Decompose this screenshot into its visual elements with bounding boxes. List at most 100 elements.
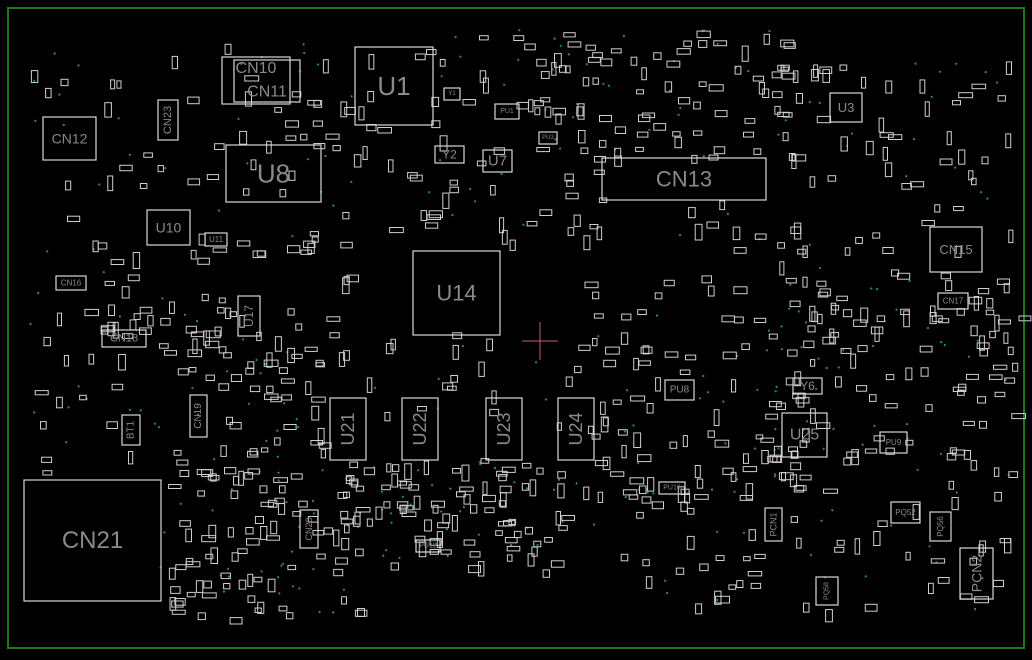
- pad: [278, 605, 288, 612]
- via: [280, 564, 283, 567]
- component-cn10[interactable]: CN10: [221, 56, 291, 105]
- component-y1[interactable]: Y1: [443, 87, 461, 101]
- via: [33, 411, 36, 414]
- pad: [885, 447, 895, 455]
- component-u11[interactable]: U11: [204, 232, 228, 247]
- component-pu12[interactable]: PU12: [415, 539, 441, 553]
- component-cn13[interactable]: CN13: [601, 157, 767, 201]
- pad: [675, 567, 685, 575]
- component-u25[interactable]: U25: [781, 412, 828, 458]
- via: [668, 89, 672, 92]
- pad: [714, 439, 730, 448]
- via: [986, 197, 989, 200]
- via: [306, 158, 309, 161]
- pad: [177, 368, 189, 376]
- pad: [493, 147, 506, 155]
- pad: [34, 390, 49, 396]
- component-cn23[interactable]: CN23: [157, 99, 179, 141]
- component-cn18[interactable]: CN18: [101, 329, 147, 348]
- component-u7[interactable]: U7: [482, 149, 513, 173]
- pad: [399, 504, 407, 515]
- pad: [439, 59, 446, 67]
- component-cn11[interactable]: CN11: [233, 59, 301, 103]
- component-u22[interactable]: U22: [401, 397, 439, 461]
- component-pu3[interactable]: PU3: [538, 131, 558, 145]
- component-cn12[interactable]: CN12: [42, 116, 97, 161]
- pad: [287, 245, 301, 254]
- pad: [693, 101, 701, 110]
- via: [332, 204, 335, 207]
- component-outline: [485, 397, 523, 461]
- component-cn17[interactable]: CN17: [937, 292, 969, 310]
- via: [295, 418, 298, 421]
- component-u23[interactable]: U23: [485, 397, 523, 461]
- pad: [635, 146, 644, 152]
- component-cn16[interactable]: CN16: [55, 275, 87, 291]
- via: [265, 439, 268, 442]
- component-outline: [157, 99, 179, 141]
- pad: [638, 114, 651, 123]
- component-y6[interactable]: Y6: [792, 377, 823, 395]
- component-label: U1: [377, 71, 410, 101]
- component-pq56[interactable]: PQ56: [929, 511, 952, 542]
- component-pq58[interactable]: PQ58: [815, 576, 839, 606]
- pad: [819, 66, 833, 74]
- pad: [355, 485, 365, 492]
- via: [459, 510, 462, 513]
- component-pu9[interactable]: PU9: [879, 431, 908, 454]
- via: [350, 180, 353, 184]
- pad: [663, 279, 675, 287]
- pad: [817, 313, 823, 325]
- via: [984, 71, 987, 74]
- pad: [827, 175, 837, 182]
- pad: [536, 58, 547, 67]
- pad: [642, 345, 650, 355]
- pad: [831, 304, 839, 311]
- pad: [974, 596, 989, 604]
- pad: [567, 227, 575, 236]
- pad: [790, 462, 802, 471]
- pad: [223, 583, 231, 590]
- component-u8[interactable]: U8: [225, 144, 322, 203]
- component-u10[interactable]: U10: [146, 209, 191, 246]
- component-u1[interactable]: U1: [354, 46, 434, 126]
- via: [179, 502, 182, 505]
- component-pcn1[interactable]: PCN1: [764, 507, 783, 542]
- component-u14[interactable]: U14: [412, 250, 501, 336]
- component-cn19[interactable]: CN19: [189, 394, 208, 438]
- pad: [707, 430, 715, 438]
- component-y2[interactable]: Y2: [434, 145, 465, 164]
- component-pu8[interactable]: PU8: [664, 379, 695, 401]
- component-pu10[interactable]: PU10: [658, 481, 686, 495]
- component-u24[interactable]: U24: [557, 397, 595, 461]
- component-cn20[interactable]: CN20: [299, 509, 319, 549]
- component-cn15[interactable]: CN15: [929, 226, 983, 273]
- component-label: PU9: [886, 438, 902, 447]
- via: [428, 191, 431, 194]
- pad: [354, 511, 361, 525]
- component-pu1[interactable]: PU1: [494, 103, 520, 120]
- component-u21[interactable]: U21: [329, 397, 367, 461]
- component-label: CN17: [943, 297, 964, 306]
- pad: [342, 277, 350, 295]
- component-pcn2[interactable]: PCN2: [959, 547, 994, 600]
- via: [805, 420, 809, 423]
- component-pq52[interactable]: PQ52: [890, 501, 921, 524]
- pad: [288, 170, 296, 181]
- via: [870, 287, 873, 290]
- via: [247, 402, 250, 405]
- component-bt1[interactable]: BT1: [121, 414, 141, 446]
- via: [825, 366, 828, 370]
- component-u17[interactable]: U17: [237, 295, 261, 337]
- pad: [986, 298, 994, 309]
- component-u3[interactable]: U3: [829, 92, 863, 123]
- via: [191, 386, 194, 389]
- via: [291, 235, 294, 238]
- pad: [230, 374, 242, 383]
- component-cn21[interactable]: CN21: [23, 479, 162, 602]
- pad: [758, 82, 765, 95]
- pad: [715, 595, 730, 604]
- via: [390, 521, 393, 524]
